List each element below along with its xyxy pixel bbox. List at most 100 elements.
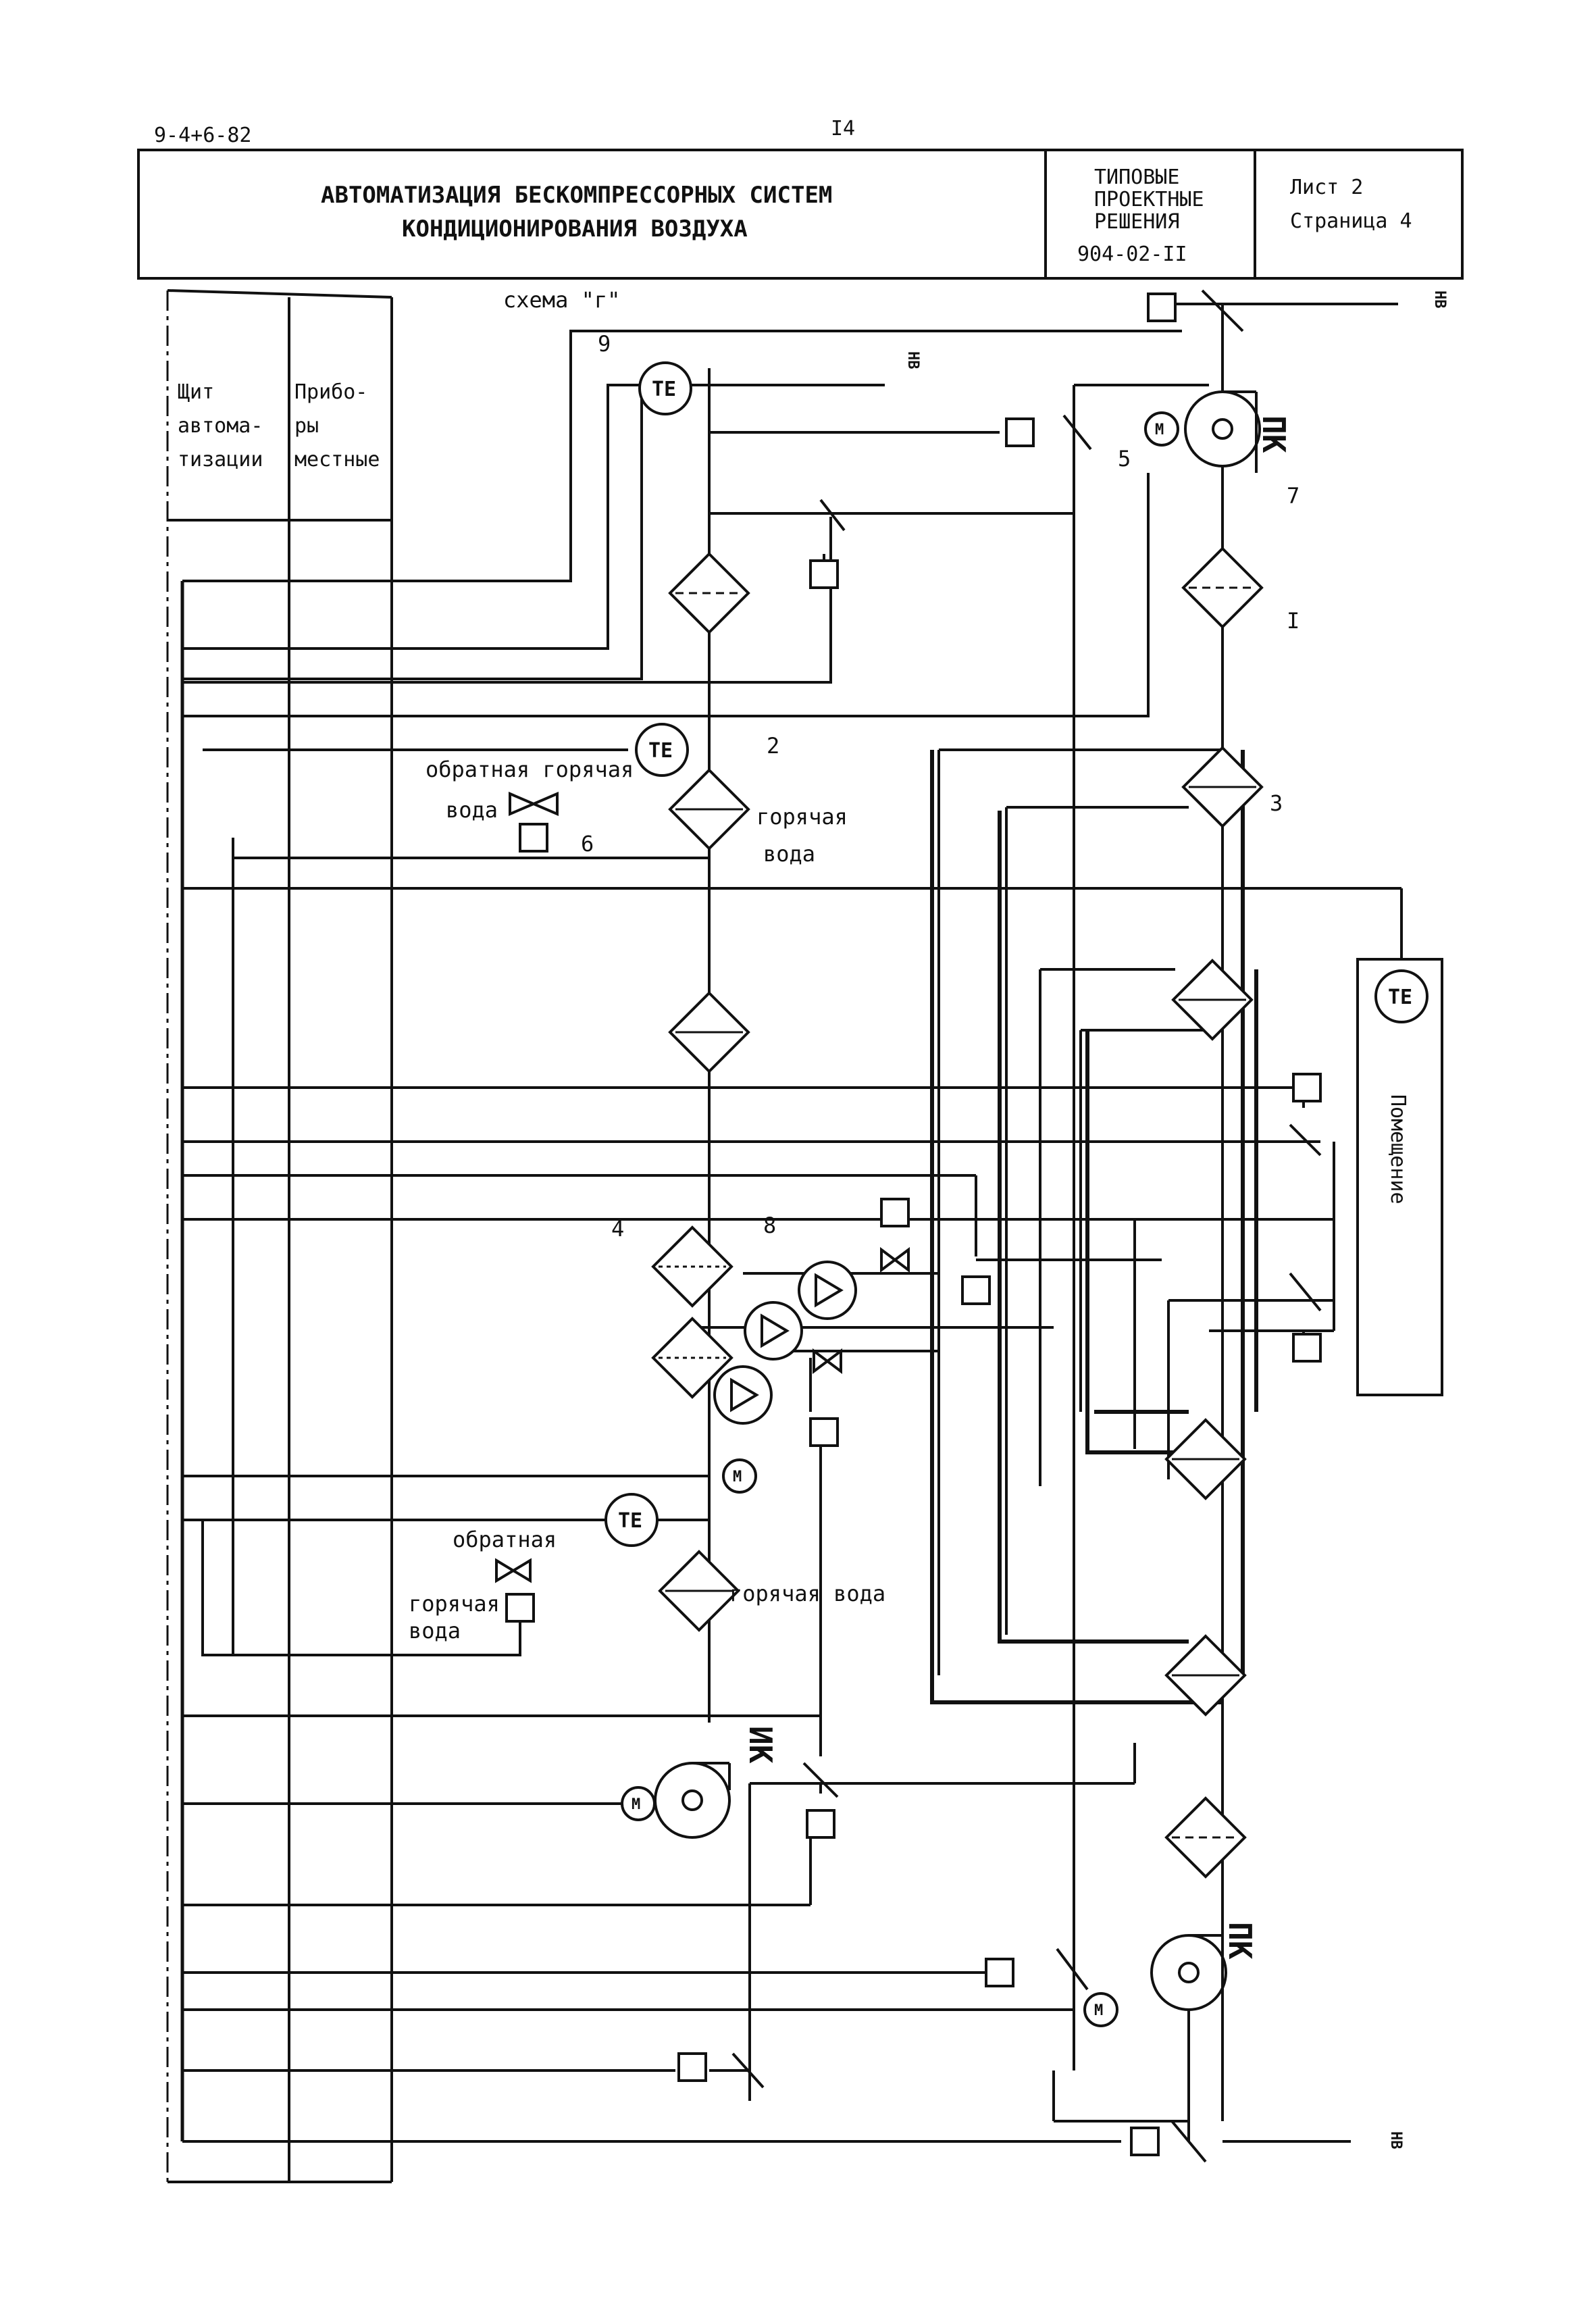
actuator-right-2	[1292, 1333, 1322, 1363]
valve-8	[880, 1247, 898, 1273]
recuperator-4b	[652, 1317, 733, 1398]
te-9-label: ТЕ	[652, 378, 676, 401]
supply-fan-top-label: ПК	[1256, 415, 1292, 453]
actuator-lower-heater	[505, 1593, 535, 1623]
valves	[495, 791, 910, 1583]
hot-water-top-label: горячая	[756, 804, 848, 830]
return-lower-label: обратная	[453, 1527, 557, 1552]
motor-label-exhaust: М	[632, 1796, 640, 1813]
title-line-2: КОНДИЦИОНИРОВАНИЯ ВОЗДУХА	[402, 215, 748, 243]
te-room-label: ТЕ	[1388, 986, 1412, 1009]
actuator-bottom-1	[985, 1958, 1014, 1987]
callout-4: 4	[611, 1216, 624, 1242]
te-upper-icon	[635, 723, 689, 777]
text-labels: схема "г" НВ НВ НВ ПК ИК ПК обратная гор…	[409, 287, 1448, 2150]
motors: М М М М	[621, 411, 1179, 2027]
valve-6b	[530, 791, 559, 817]
heat-exchangers	[652, 547, 1263, 1878]
actuator-bypass	[961, 1275, 991, 1305]
exhaust-fan-label: ИК	[742, 1726, 779, 1764]
callout-I: I	[1287, 608, 1299, 634]
water-label: вода	[446, 797, 498, 823]
callout-7: 7	[1287, 483, 1299, 509]
standard-number: 904-02-II	[1077, 243, 1187, 266]
standard-line-1: ТИПОВЫЕ	[1094, 166, 1179, 189]
valve-pump-low	[813, 1348, 830, 1374]
valve-pump-low-b	[825, 1348, 842, 1374]
pump-mid	[744, 1301, 803, 1361]
dampers	[731, 289, 1322, 2163]
panel-col1-line2: автома-	[178, 414, 263, 438]
pump-low	[713, 1365, 773, 1425]
actuator-valve-6	[519, 823, 548, 853]
callout-6: 6	[581, 831, 594, 857]
actuator-right-1	[1292, 1073, 1322, 1102]
outside-air-bottom: НВ	[1387, 2131, 1404, 2150]
panel-col2-line3: местные	[294, 448, 380, 472]
recuperator-right-mid	[1172, 959, 1253, 1040]
valve-8b	[892, 1247, 910, 1273]
motor-icon-exhaust	[621, 1786, 656, 1821]
actuators	[505, 293, 1322, 2156]
actuator-top	[1147, 293, 1177, 322]
standard-line-2: ПРОЕКТНЫЕ	[1094, 188, 1204, 211]
motor-label-bottom: М	[1094, 2002, 1103, 2019]
return-hot-water-label: обратная горячая	[426, 757, 634, 782]
document-code: 9-4+6-82	[154, 124, 252, 147]
outside-air-mid: НВ	[904, 351, 921, 370]
hot-water-lower-label: горячая вода	[729, 1581, 885, 1606]
pumps	[713, 1261, 857, 1425]
heater-lower	[659, 1550, 740, 1631]
te-9-icon	[638, 361, 692, 415]
hot-water-top-label2: вода	[763, 841, 815, 867]
title-block: АВТОМАТИЗАЦИЯ БЕСКОМПРЕССОРНЫХ СИСТЕМ КО…	[137, 149, 1464, 280]
actuator-exhaust	[806, 1809, 835, 1839]
standard-line-3: РЕШЕНИЯ	[1094, 210, 1179, 234]
page-number: I4	[831, 117, 855, 141]
thick-lines	[930, 750, 1258, 1704]
actuator-damper-5	[1005, 417, 1035, 447]
motor-label-pump: М	[733, 1469, 742, 1485]
panel-col2-line2: ры	[294, 414, 319, 438]
callout-9: 9	[598, 331, 611, 357]
hot-lower-label: горячая	[409, 1591, 500, 1617]
te-lower-icon	[604, 1493, 659, 1547]
supply-fan-bottom-label: ПК	[1222, 1922, 1258, 1960]
filter-I	[1182, 547, 1263, 628]
valve-6	[509, 791, 538, 817]
panel-col2-line1: Прибо-	[294, 380, 367, 404]
scheme-label: схема "г"	[503, 287, 620, 313]
actuator-valve-8	[880, 1198, 910, 1227]
callout-8: 8	[763, 1213, 776, 1238]
callout-3: 3	[1270, 790, 1283, 816]
water-lower-label: вода	[409, 1618, 461, 1644]
valve-lower-b	[511, 1558, 532, 1583]
pump-8	[798, 1261, 857, 1320]
supply-fan-bottom	[1150, 1934, 1227, 2013]
title-line-1: АВТОМАТИЗАЦИЯ БЕСКОМПРЕССОРНЫХ СИСТЕМ	[321, 182, 832, 209]
room-label: Помещение	[1386, 1094, 1410, 1204]
te-upper-label: ТЕ	[648, 739, 673, 763]
sheet-label: Лист 2	[1290, 176, 1363, 199]
outside-air-top: НВ	[1431, 290, 1448, 309]
actuator-lower-valve	[809, 1417, 839, 1447]
te-lower-label: ТЕ	[618, 1509, 642, 1533]
page-label: Страница 4	[1290, 209, 1412, 233]
panel-col1-line3: тизации	[178, 448, 263, 472]
left-panel: Щит автома- тизации Прибо- ры местные	[166, 289, 393, 2183]
callouts: 9 5 7 I 2 3 6 4 8	[581, 331, 1299, 1242]
callout-5: 5	[1118, 446, 1131, 472]
recuperator-right-lower	[1165, 1419, 1246, 1500]
actuator-bottom-3	[1130, 2127, 1160, 2156]
actuator-damper-left	[809, 559, 839, 589]
callout-2: 2	[767, 733, 779, 759]
recuperator-mid	[669, 992, 750, 1073]
recuperator-3	[1182, 746, 1263, 828]
exhaust-fan	[654, 1762, 731, 1839]
filter-left-top	[669, 553, 750, 634]
filter-bottom	[1165, 1797, 1246, 1878]
valve-lower	[495, 1558, 516, 1583]
panel-col1-line1: Щит	[178, 380, 214, 404]
motor-icon-pump	[722, 1458, 757, 1494]
